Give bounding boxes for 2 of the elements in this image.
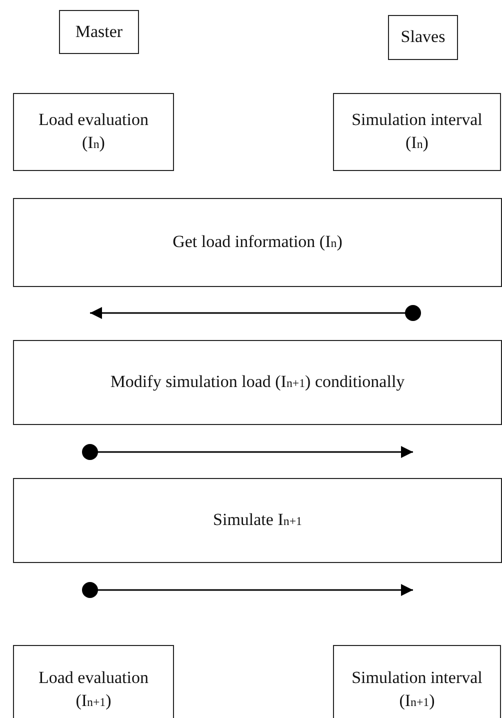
actor-box: Slaves bbox=[388, 15, 458, 60]
actor-box: Master bbox=[59, 10, 139, 54]
